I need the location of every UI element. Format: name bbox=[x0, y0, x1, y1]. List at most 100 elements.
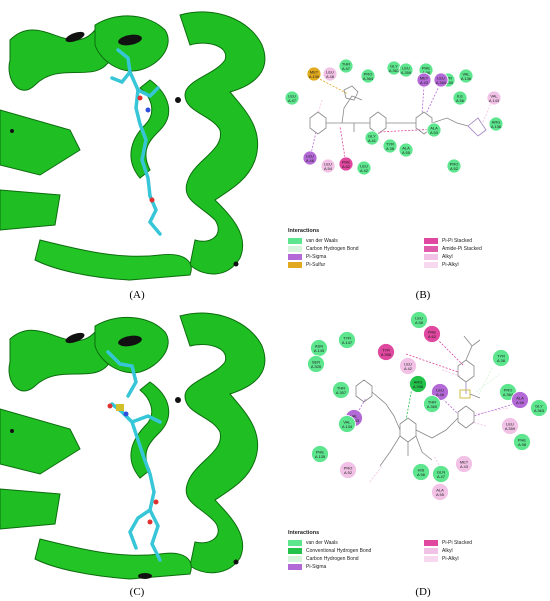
residue-number: A 58 bbox=[415, 320, 424, 325]
residue-name: TYR bbox=[497, 354, 505, 359]
residue-name: MET bbox=[420, 76, 429, 81]
residue-disc bbox=[426, 122, 442, 138]
residue-number: A 98 bbox=[518, 442, 527, 447]
residue-disc bbox=[511, 391, 529, 409]
legend-swatch bbox=[424, 238, 438, 244]
legend-label: Pi-Sulfur bbox=[306, 262, 326, 268]
residue-name: SER bbox=[312, 360, 320, 365]
legend-swatch bbox=[288, 548, 302, 554]
residue-number: A 53 bbox=[430, 130, 439, 135]
legend-swatch bbox=[288, 254, 302, 260]
residue-number: A 356 bbox=[413, 384, 424, 389]
loop-mid bbox=[130, 79, 170, 179]
legend-b-title: Interactions bbox=[288, 228, 320, 234]
residue-disc bbox=[398, 62, 414, 78]
residue-disc bbox=[416, 72, 432, 88]
residue-disc bbox=[530, 399, 548, 417]
residue-disc bbox=[488, 116, 504, 132]
loop-bottom bbox=[34, 239, 192, 281]
residue-disc bbox=[431, 483, 449, 501]
residue-disc bbox=[307, 355, 325, 373]
residue-name: VAL bbox=[462, 72, 470, 77]
residue-name: LEU bbox=[436, 388, 444, 393]
residue-name: PRO bbox=[364, 72, 373, 77]
legend-entry: Alkyl bbox=[424, 253, 482, 261]
legend-label: Carbon Hydrogen Bond bbox=[306, 556, 359, 562]
residue-number: A 135 bbox=[315, 454, 326, 459]
residue-number: A 62 bbox=[342, 164, 351, 169]
residue-disc bbox=[513, 433, 531, 451]
legend-label: Pi-Alkyl bbox=[442, 556, 459, 562]
ligand-a-sticks bbox=[110, 48, 162, 236]
residue-name: THR bbox=[337, 386, 345, 391]
ligand-b-skeleton bbox=[309, 85, 487, 137]
legend-swatch bbox=[288, 238, 302, 244]
residue-name: LEU bbox=[326, 70, 334, 75]
legend-label: van der Waals bbox=[306, 238, 338, 244]
legend-entry: Pi-Sigma bbox=[288, 563, 371, 571]
residue-number: A 55 bbox=[402, 150, 411, 155]
residue-number: A 42 bbox=[360, 168, 369, 173]
residue-disc bbox=[339, 461, 357, 479]
legend-entry: Pi-Pi Stacked bbox=[424, 237, 482, 245]
residue-disc bbox=[412, 463, 430, 481]
residue-disc bbox=[409, 375, 427, 393]
legend-label: Pi-Alkyl bbox=[442, 262, 459, 268]
caption-a: (A) bbox=[129, 289, 145, 301]
residue-disc bbox=[356, 160, 372, 176]
legend-entry: Pi-Alkyl bbox=[424, 261, 482, 269]
residue-number: A 134 bbox=[342, 424, 353, 429]
residue-number: A 59 bbox=[516, 400, 525, 405]
loop-mid bbox=[130, 381, 170, 479]
residue-name: HIS bbox=[418, 468, 425, 473]
residue-disc bbox=[311, 445, 329, 463]
legend-label: Conventional Hydrogen Bond bbox=[306, 548, 372, 554]
residue-number: A 305 bbox=[311, 364, 322, 369]
residue-name: VAL bbox=[350, 414, 358, 419]
residue-disc bbox=[432, 465, 450, 483]
residue-number: A 41 bbox=[368, 138, 377, 143]
residue-name: LEU bbox=[437, 76, 445, 81]
residue-number: A 145 bbox=[314, 348, 325, 353]
residue-disc bbox=[446, 158, 462, 174]
residue-number: A 364 bbox=[363, 76, 374, 81]
caption-b: (B) bbox=[415, 289, 431, 301]
legend-entry: Carbon Hydrogen Bond bbox=[288, 555, 371, 563]
legend-swatch bbox=[288, 246, 302, 252]
legend-label: Pi-Sigma bbox=[306, 564, 327, 570]
legend-d-title: Interactions bbox=[288, 530, 320, 536]
residue-number: A 56 bbox=[456, 98, 465, 103]
residue-name: VAL bbox=[490, 94, 498, 99]
legend-label: Alkyl bbox=[442, 548, 453, 554]
residue-number: A 38 bbox=[497, 358, 506, 363]
residue-name: PHE bbox=[428, 330, 437, 335]
residue-disc bbox=[338, 415, 356, 433]
residue-name: ARG bbox=[414, 380, 423, 385]
panel-c-ribbon-render bbox=[0, 304, 272, 584]
legend-entry: Amide-Pi Stacked bbox=[424, 245, 482, 253]
residue-disc bbox=[399, 357, 417, 375]
legend-entry: Pi-Pi Stacked bbox=[424, 539, 472, 547]
legend-swatch bbox=[424, 556, 438, 562]
residue-name: ALA bbox=[436, 488, 444, 493]
legend-label: Carbon Hydrogen Bond bbox=[306, 246, 359, 252]
residue-disc bbox=[398, 142, 414, 158]
residue-number: A 54 bbox=[324, 166, 333, 171]
residue-number: A 47 bbox=[437, 474, 446, 479]
residue-name: ALA bbox=[402, 146, 410, 151]
legend-entry: Conventional Hydrogen Bond bbox=[288, 547, 371, 555]
residue-name: ILE bbox=[457, 94, 463, 99]
residue-name: ALA bbox=[430, 126, 438, 131]
residue-disc bbox=[338, 331, 356, 349]
residue-number: A 364 bbox=[503, 392, 514, 397]
residue-name: GLY bbox=[390, 64, 398, 69]
residue-number: A 47 bbox=[342, 66, 351, 71]
residue-number: A 48 bbox=[326, 74, 335, 79]
residue-name: PHE bbox=[518, 438, 527, 443]
